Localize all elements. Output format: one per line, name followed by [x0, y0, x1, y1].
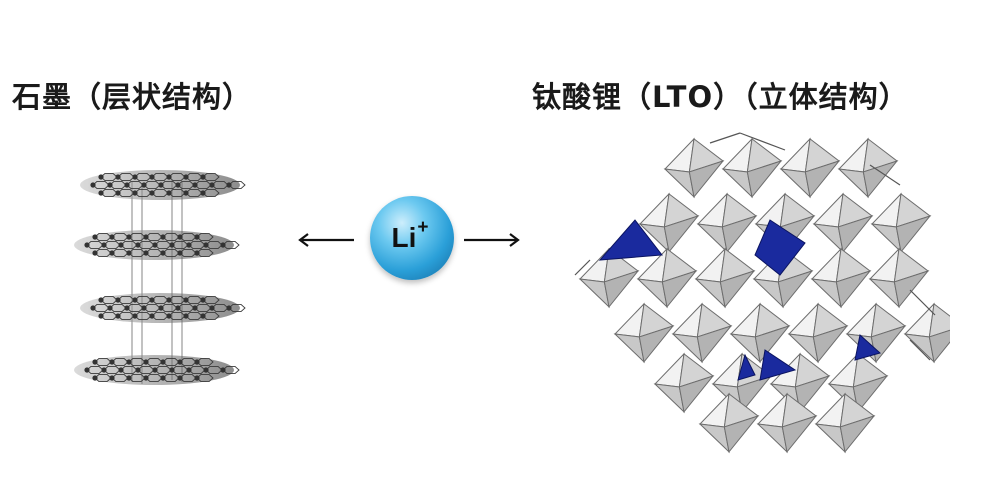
tetrahedron: [737, 353, 756, 381]
octahedron: [636, 247, 698, 309]
octahedron: [814, 392, 876, 454]
octahedron: [837, 137, 899, 199]
lattice-edge: [909, 289, 936, 316]
octahedron: [671, 302, 733, 364]
lattice-edge: [709, 132, 741, 144]
lto-title: 钛酸锂（LTO）（立体结构）: [532, 80, 909, 114]
tetrahedron: [759, 349, 797, 381]
octahedron: [663, 137, 725, 199]
octahedron: [613, 302, 675, 364]
tetrahedron: [598, 219, 663, 261]
octahedron: [812, 192, 874, 254]
octahedron: [653, 352, 715, 414]
graphite-title: 石墨（层状结构）: [12, 80, 253, 114]
tetrahedron: [854, 334, 882, 361]
lto-octahedra: [574, 132, 950, 454]
arrow-left-icon: [296, 230, 356, 254]
lattice-edge: [909, 339, 931, 361]
octahedron: [903, 302, 950, 364]
interlayer-bonds: [131, 180, 183, 384]
octahedron: [779, 137, 841, 199]
tetrahedron: [754, 219, 806, 276]
graphite-layer: [80, 170, 246, 200]
octahedron: [721, 137, 783, 199]
graphite-layer: [74, 355, 240, 385]
graphite-layer: [74, 230, 240, 260]
octahedron: [810, 247, 872, 309]
lithium-charge: +: [417, 217, 429, 238]
graphite-layers: [74, 170, 246, 385]
octahedron: [638, 192, 700, 254]
octahedron: [787, 302, 849, 364]
graphite-layer: [80, 293, 246, 323]
octahedron: [696, 192, 758, 254]
lithium-ion-sphere: Li+: [370, 196, 454, 280]
lattice-edge: [739, 132, 786, 151]
octahedron: [870, 192, 932, 254]
octahedron: [729, 302, 791, 364]
octahedron: [578, 247, 640, 309]
lithium-symbol: Li: [391, 222, 417, 253]
lattice-edge: [574, 259, 591, 276]
octahedron: [694, 247, 756, 309]
graphite-layered-structure: [74, 170, 246, 385]
octahedron: [868, 247, 930, 309]
octahedron: [698, 392, 760, 454]
octahedron: [756, 392, 818, 454]
arrow-right-icon: [462, 230, 522, 254]
lattice-edge: [869, 164, 901, 186]
lto-spinel-structure: [574, 132, 950, 454]
